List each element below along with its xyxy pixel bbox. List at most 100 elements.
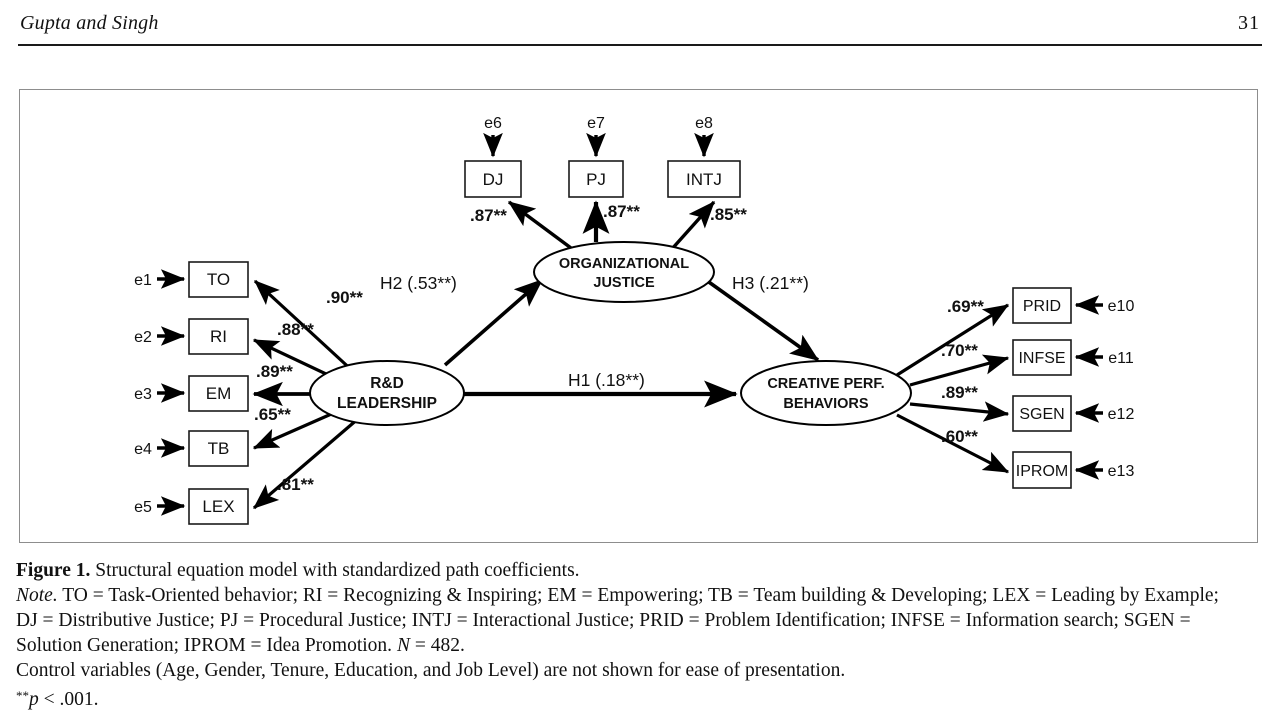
caption-note-line-1: Note. TO = Task-Oriented behavior; RI = …	[16, 583, 1266, 608]
observed-label-to: TO	[207, 270, 230, 289]
loading-path-prid	[896, 303, 1010, 377]
loading-value-tb: .65**	[254, 405, 291, 424]
observed-box-em: EM	[188, 375, 249, 412]
latent-label-organizational-justice-line2: JUSTICE	[593, 275, 655, 291]
error-label-e4: e4	[134, 441, 152, 458]
latent-label-rnd-leadership-line1: R&D	[370, 375, 404, 392]
observed-box-infse: INFSE	[1012, 339, 1072, 376]
error-label-e3: e3	[134, 386, 152, 403]
sem-path-diagram: TO RI EM TB LEX	[134, 115, 1135, 525]
error-term-e4: e4	[134, 438, 186, 458]
latent-ellipse-rnd-leadership: R&D LEADERSHIP	[309, 360, 465, 426]
note-label: Note.	[16, 585, 58, 606]
control-variables-text: Control variables (Age, Gender, Tenure, …	[16, 660, 846, 681]
caption-note-line-3: Solution Generation; IPROM = Idea Promot…	[16, 633, 1266, 658]
error-term-e6: e6	[483, 115, 503, 158]
error-term-e5: e5	[134, 496, 186, 516]
figure-title-text: Structural equation model with standardi…	[90, 560, 580, 581]
observed-box-pj: PJ	[568, 160, 624, 198]
latent-label-organizational-justice-line1: ORGANIZATIONAL	[559, 256, 689, 272]
loading-value-dj: .87**	[470, 206, 507, 225]
error-label-e5: e5	[134, 499, 152, 516]
note-text-line-2: DJ = Distributive Justice; PJ = Procedur…	[16, 610, 1191, 631]
error-label-e12: e12	[1108, 406, 1135, 423]
error-term-e11: e11	[1074, 347, 1134, 367]
loading-value-iprom: .60**	[941, 427, 978, 446]
loading-path-intj	[669, 200, 716, 252]
observed-label-lex: LEX	[202, 497, 234, 516]
latent-label-rnd-leadership-line2: LEADERSHIP	[337, 395, 437, 412]
error-term-e10: e10	[1074, 295, 1135, 315]
observed-box-tb: TB	[188, 430, 249, 467]
observed-box-intj: INTJ	[667, 160, 741, 198]
caption-title-line: Figure 1. Structural equation model with…	[16, 558, 1266, 583]
error-term-e2: e2	[134, 326, 186, 346]
error-term-e8: e8	[694, 115, 714, 158]
observed-box-lex: LEX	[188, 488, 249, 525]
loading-value-intj: .85**	[710, 205, 747, 224]
error-label-e8: e8	[695, 115, 713, 132]
observed-label-dj: DJ	[483, 170, 504, 189]
error-label-e7: e7	[587, 115, 605, 132]
hypothesis-label-h1: H1 (.18**)	[568, 370, 645, 390]
structural-path-h2	[443, 278, 544, 367]
caption-note-line-2: DJ = Distributive Justice; PJ = Procedur…	[16, 608, 1266, 633]
loading-path-lex	[252, 416, 361, 510]
hypothesis-label-h3: H3 (.21**)	[732, 273, 809, 293]
caption-control-variables-line: Control variables (Age, Gender, Tenure, …	[16, 658, 1266, 683]
page-number: 31	[1238, 12, 1260, 34]
header-divider	[18, 44, 1262, 46]
loading-value-to: .90**	[326, 288, 363, 307]
error-term-e3: e3	[134, 383, 186, 403]
loading-value-em: .89**	[256, 362, 293, 381]
figure-caption: Figure 1. Structural equation model with…	[16, 558, 1266, 712]
note-text-line-1: TO = Task-Oriented behavior; RI = Recogn…	[57, 585, 1219, 606]
error-term-e7: e7	[586, 115, 606, 158]
figure-number-label: Figure 1.	[16, 560, 91, 581]
loading-path-iprom	[896, 413, 1010, 474]
observed-label-iprom: IPROM	[1016, 463, 1068, 480]
latent-label-creative-perf-behaviors-line1: CREATIVE PERF.	[767, 376, 884, 392]
loading-path-infse	[909, 354, 1010, 387]
error-term-e1: e1	[134, 269, 186, 289]
error-label-e11: e11	[1108, 350, 1134, 367]
error-label-e6: e6	[484, 115, 502, 132]
error-term-e12: e12	[1074, 403, 1135, 423]
observed-box-iprom: IPROM	[1012, 451, 1072, 489]
loading-path-to	[253, 279, 358, 376]
latent-ellipse-creative-perf-behaviors: CREATIVE PERF. BEHAVIORS	[740, 360, 912, 426]
note-text-line-3-pre: Solution Generation; IPROM = Idea Promot…	[16, 635, 397, 656]
loading-value-sgen: .89**	[941, 383, 978, 402]
significance-p-symbol: p	[29, 689, 39, 710]
observed-label-prid: PRID	[1023, 298, 1061, 315]
error-term-e13: e13	[1074, 460, 1135, 480]
loading-value-prid: .69**	[947, 297, 984, 316]
hypothesis-label-h2: H2 (.53**)	[380, 273, 457, 293]
error-label-e2: e2	[134, 329, 152, 346]
observed-label-tb: TB	[208, 439, 230, 458]
running-head-author: Gupta and Singh	[20, 12, 159, 34]
observed-label-sgen: SGEN	[1019, 406, 1064, 423]
observed-label-intj: INTJ	[686, 170, 722, 189]
figure-frame: TO RI EM TB LEX	[19, 89, 1258, 543]
significance-threshold: < .001.	[38, 689, 99, 710]
observed-label-ri: RI	[210, 327, 227, 346]
error-label-e10: e10	[1108, 298, 1135, 315]
observed-label-infse: INFSE	[1018, 350, 1065, 367]
sample-size-symbol: N	[396, 635, 410, 656]
latent-ellipse-organizational-justice: ORGANIZATIONAL JUSTICE	[533, 241, 715, 303]
loading-value-lex: .81**	[277, 475, 314, 494]
error-label-e13: e13	[1108, 463, 1135, 480]
observed-box-prid: PRID	[1012, 287, 1072, 324]
sample-size-value: = 482.	[409, 635, 465, 656]
loading-value-pj: .87**	[603, 202, 640, 221]
observed-box-dj: DJ	[464, 160, 522, 198]
loading-path-sgen	[909, 401, 1010, 422]
running-head: Gupta and Singh 31	[0, 10, 1280, 52]
significance-stars: **	[16, 688, 29, 703]
observed-label-em: EM	[206, 384, 232, 403]
observed-box-sgen: SGEN	[1012, 395, 1072, 432]
observed-label-pj: PJ	[586, 170, 606, 189]
error-label-e1: e1	[134, 272, 152, 289]
